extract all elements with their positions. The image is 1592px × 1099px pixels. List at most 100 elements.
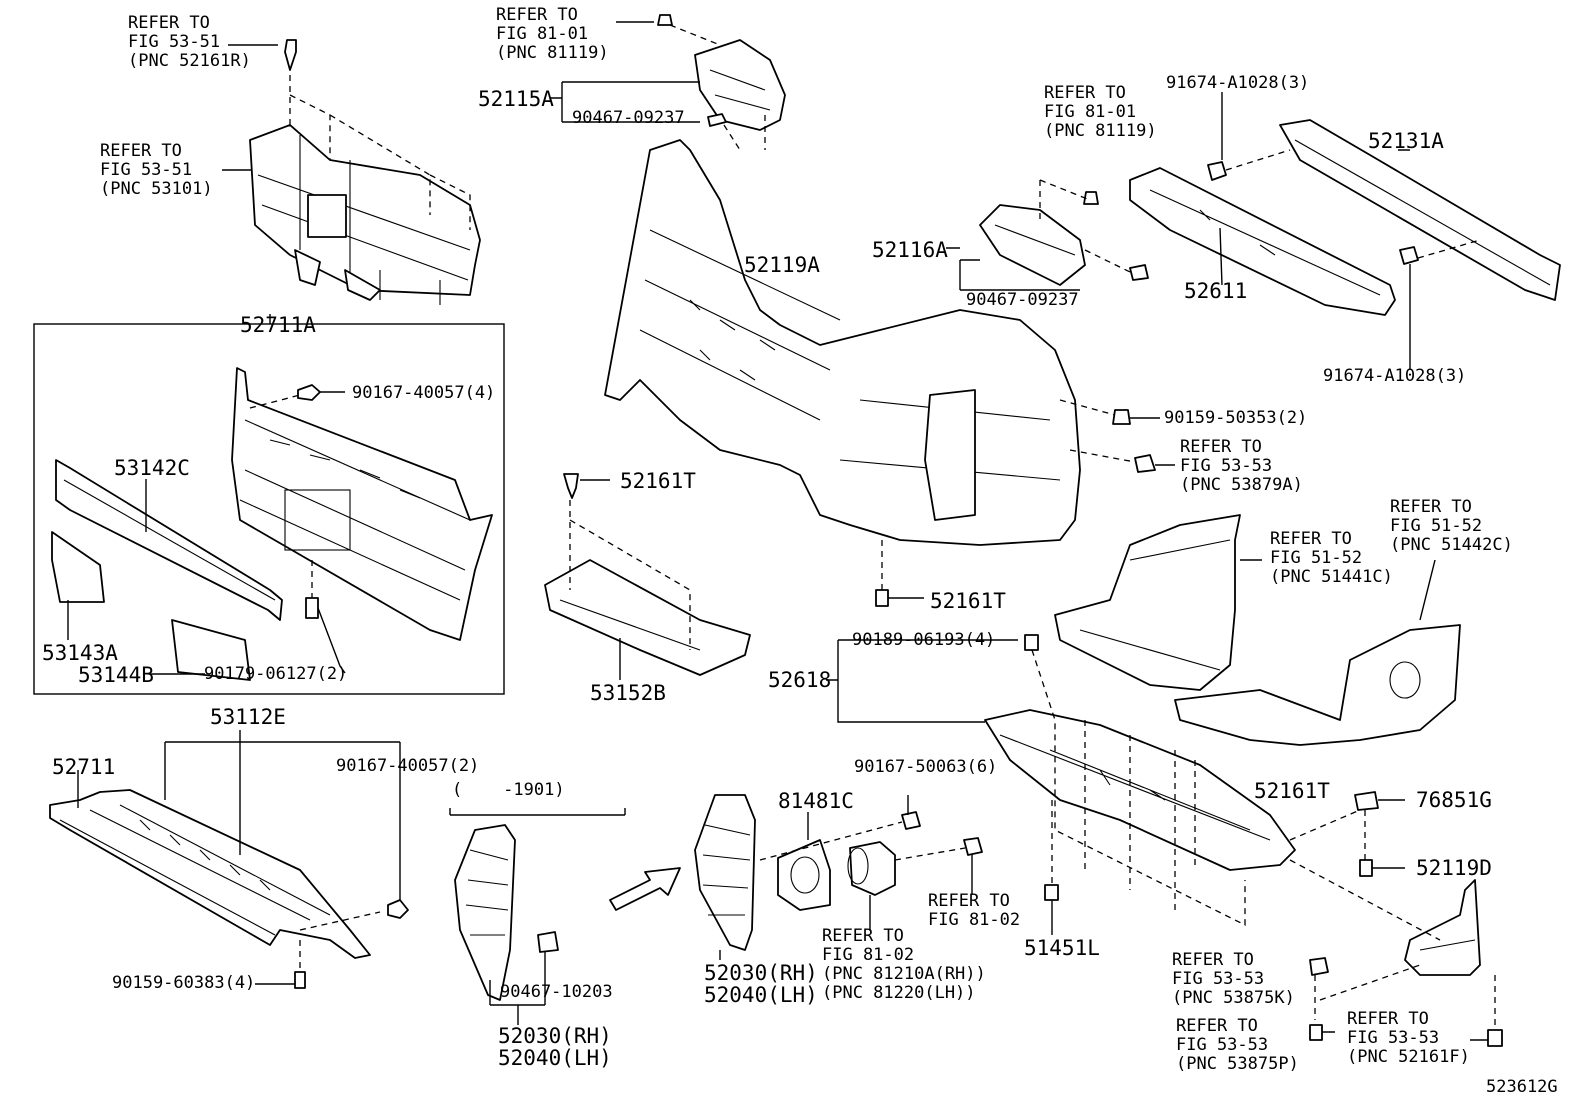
kit-52711a-box	[33, 323, 505, 695]
label-p-52119a: 52119A	[744, 254, 820, 276]
label-line: 52711	[52, 755, 116, 779]
label-line: 52115A	[478, 87, 554, 111]
label-p-90179-06127: 90179-06127(2)	[204, 665, 347, 684]
label-line: 90159-50353(2)	[1164, 408, 1308, 428]
bezel-left-drawing	[454, 824, 516, 1001]
label-p-52711: 52711	[52, 756, 115, 778]
label-p-52030-a: 52030(RH)52040(LH)	[704, 962, 818, 1006]
label-p-523612g: 523612G	[1486, 1078, 1558, 1097]
label-p-52711a: 52711A	[240, 314, 316, 336]
label-line: 52119D	[1416, 856, 1492, 880]
label-line: 53112E	[210, 705, 286, 729]
label-line: 90189-06193(4)	[852, 630, 996, 650]
label-line: (PNC 81119)	[1044, 121, 1157, 141]
label-line: 90467-09237	[572, 108, 685, 128]
label-line: (PNC 52161R)	[128, 51, 251, 71]
label-line: (PNC 53875K)	[1172, 988, 1295, 1008]
label-p-90467-09237-a: 90467-09237	[572, 109, 685, 128]
label-p-90167-40057-4: 90167-40057(4)	[352, 384, 495, 403]
label-line: 52040(LH)	[704, 983, 818, 1007]
label-p-53152b: 53152B	[590, 682, 666, 704]
label-p-52119d: 52119D	[1416, 857, 1492, 879]
lower-bracket-drawing	[1404, 879, 1481, 976]
end-cap-drawing	[51, 531, 105, 603]
label-line: 91674-A1028(3)	[1323, 366, 1467, 386]
cover-53152b-drawing	[544, 559, 751, 676]
label-line: 53152B	[590, 681, 666, 705]
label-line: FIG 53-53	[1176, 1035, 1269, 1055]
label-line: FIG 53-53	[1172, 969, 1265, 989]
label-line: 90167-50063(6)	[854, 757, 998, 777]
label-line: 523612G	[1486, 1077, 1558, 1097]
label-line: REFER TO	[100, 141, 182, 161]
label-line: FIG 81-02	[822, 945, 915, 965]
label-line: 52030(RH)	[704, 961, 818, 985]
label-p-52161t-b: 52161T	[930, 590, 1006, 612]
bracket-52116a-drawing	[979, 191, 1149, 286]
label-p-52115a: 52115A	[478, 88, 554, 110]
label-p-81481c: 81481C	[778, 790, 854, 812]
label-p-52116a: 52116A	[872, 239, 948, 261]
label-line: 81481C	[778, 789, 854, 813]
label-p-90189-06193: 90189-06193(4)	[852, 631, 995, 650]
reinforcement-drawing	[1279, 119, 1561, 301]
label-line: (PNC 51442C)	[1390, 535, 1513, 555]
label-line: 52119A	[744, 253, 820, 277]
label-p-53142c: 53142C	[114, 457, 190, 479]
label-line: (PNC 53101)	[100, 179, 213, 199]
label-line: 52711A	[240, 313, 316, 337]
label-line: REFER TO	[128, 13, 210, 33]
label-line: 52161T	[930, 589, 1006, 613]
label-line: FIG 51-52	[1390, 516, 1483, 536]
label-line: 90167-40057(4)	[352, 383, 496, 403]
label-line: 52618	[768, 668, 832, 692]
engine-under-cover-drawing	[1054, 514, 1241, 691]
arrow-drawing	[609, 867, 681, 911]
label-p-90159-60383: 90159-60383(4)	[112, 974, 255, 993]
fender-liner-drawing	[1174, 624, 1461, 746]
label-line: FIG 53-51	[100, 160, 193, 180]
label-line: FIG 81-01	[496, 24, 589, 44]
label-line: (PNC 81210A(RH))	[822, 964, 986, 984]
label-line: 53143A	[42, 641, 118, 665]
label-line: 52131A	[1368, 129, 1444, 153]
label-p-51451l: 51451L	[1024, 937, 1100, 959]
label-line: (PNC 53875P)	[1176, 1054, 1299, 1074]
label-line: 52030(RH)	[498, 1024, 612, 1048]
label-p-76851g: 76851G	[1416, 789, 1492, 811]
fog-lamp-drawing	[849, 841, 896, 896]
label-line: 90167-40057(2)	[336, 756, 480, 776]
label-line: REFER TO	[496, 5, 578, 25]
label-line: (PNC 52161F)	[1347, 1047, 1470, 1067]
label-line: REFER TO	[928, 891, 1010, 911]
label-line: FIG 53-53	[1180, 456, 1273, 476]
bumper-cover-drawing	[604, 139, 1081, 546]
lamp-cover-drawing	[777, 839, 831, 911]
label-line: 51451L	[1024, 936, 1100, 960]
label-line: REFER TO	[1172, 950, 1254, 970]
label-line: (PNC 53879A)	[1180, 475, 1303, 495]
label-line: 90467-10203	[500, 982, 613, 1002]
label-line: ( -1901)	[452, 780, 565, 800]
label-line: (PNC 51441C)	[1270, 567, 1393, 587]
label-p-53144b: 53144B	[78, 664, 154, 686]
label-line: (PNC 81220(LH))	[822, 983, 976, 1003]
label-line: 91674-A1028(3)	[1166, 73, 1310, 93]
label-p-91674-a1028-b: 91674-A1028(3)	[1323, 367, 1466, 386]
label-line: (PNC 81119)	[496, 43, 609, 63]
label-p-52161t-c: 52161T	[1254, 780, 1330, 802]
label-line: 90159-60383(4)	[112, 973, 256, 993]
label-line: 90179-06127(2)	[204, 664, 348, 684]
label-line: REFER TO	[1180, 437, 1262, 457]
bezel-right-drawing	[694, 794, 756, 951]
